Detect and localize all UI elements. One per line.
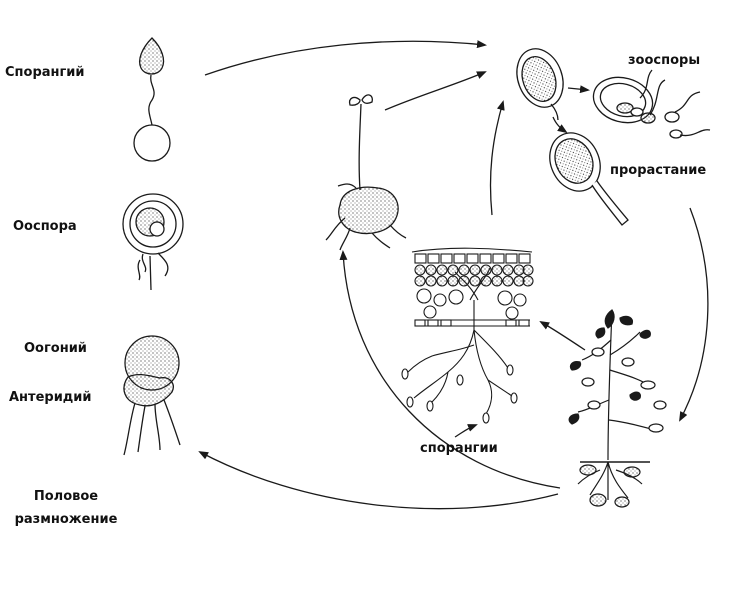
leaf-cross-section-drawing (401, 247, 534, 424)
label-sporangia: спорангии (420, 441, 498, 456)
oogonium-antheridium-drawing (123, 335, 181, 456)
arrow-germination-to-plant (679, 207, 709, 422)
arrow-sprout-to-zoospores (384, 71, 487, 111)
label-sexual-reproduction-line2: размножение (15, 512, 118, 527)
zoospores-drawing (516, 48, 711, 139)
sprouting-tuber-drawing (325, 94, 407, 251)
label-antheridium: Антеридий (9, 390, 92, 405)
label-oospore: Ооспора (13, 219, 77, 234)
arrow-plant-to-leaf (539, 321, 586, 351)
potato-plant-drawing (568, 309, 667, 508)
germination-drawing (549, 132, 629, 226)
arrow-zoospore-1 (567, 85, 590, 94)
arrow-sporangium-to-zoospores (204, 40, 487, 76)
label-oogonium: Оогоний (24, 341, 87, 356)
label-sexual-reproduction-line1: Половое (34, 489, 98, 504)
cycle-arrows (198, 40, 709, 510)
label-zoospores: зооспоры (628, 53, 700, 68)
label-germination: прорастание (610, 163, 706, 178)
arrow-plant-to-sexual (198, 451, 559, 510)
arrow-zoospore-2 (552, 116, 568, 134)
arrow-leaf-to-sprout (489, 100, 505, 216)
label-sporangium: Спорангий (5, 65, 85, 80)
arrow-plant-to-tuber (339, 250, 561, 489)
sporangium-drawing (133, 37, 171, 162)
oospore-drawing (122, 193, 184, 291)
arrow-sporangia-label (454, 424, 478, 438)
